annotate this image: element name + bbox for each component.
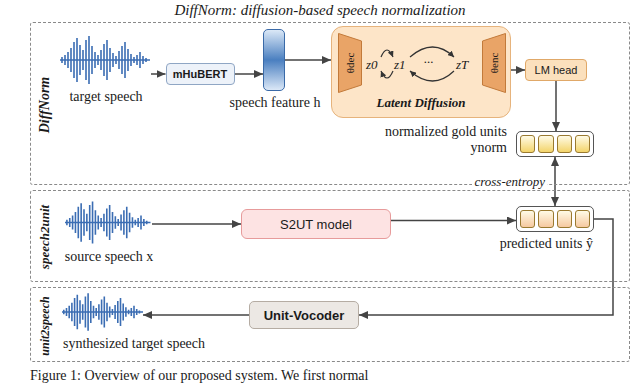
unit-cell — [520, 210, 535, 228]
band-label: unit2speech — [38, 296, 53, 355]
waveform — [62, 293, 143, 330]
box-label: Unit-Vocoder — [264, 308, 345, 323]
waveform — [60, 36, 150, 84]
latent-variable: z1 — [394, 57, 406, 73]
connector-arrow — [511, 69, 525, 71]
figure-caption: Figure 1: Overview of our proposed syste… — [30, 368, 368, 384]
unit-sequence: normalized gold units ynorm — [516, 131, 594, 157]
waveform-node: target speech — [61, 36, 151, 86]
node-caption: target speech — [69, 89, 142, 105]
node-caption: predicted units ŷ — [500, 236, 593, 252]
loop-arrow — [381, 50, 393, 57]
box-label: θdec — [344, 53, 356, 74]
trapezoid-shape — [339, 34, 362, 93]
section-band: unit2speech synthesized target speech Unit… — [30, 287, 630, 362]
box-label: θenc — [488, 53, 500, 74]
feature-vector: speech feature h — [263, 29, 285, 91]
connector-arrow — [359, 219, 613, 315]
box-label: Latent Diffusion — [377, 95, 466, 111]
trapezoid-shape — [483, 34, 506, 93]
unit-cell — [557, 210, 572, 228]
process-box: S2UT model — [241, 209, 391, 239]
loop-arrow — [410, 71, 454, 81]
waveform — [65, 201, 151, 243]
node-caption: synthesized target speech — [63, 336, 205, 352]
process-box: mHuBERT — [166, 63, 235, 85]
waveform-node: source speech x — [66, 201, 152, 246]
network-trapezoid: θenc — [482, 33, 506, 93]
unit-cell — [575, 210, 590, 228]
unit-cell — [538, 135, 553, 153]
connector-arrow — [151, 73, 166, 75]
box-label: S2UT model — [280, 217, 352, 232]
process-box: Unit-Vocoder — [249, 301, 359, 329]
connector-arrow — [555, 81, 557, 131]
loop-arrow — [381, 71, 393, 78]
connector-arrow — [391, 220, 516, 222]
connector-arrow — [285, 59, 331, 61]
unit-cell — [557, 135, 572, 153]
edge-label: cross-entropy — [472, 174, 547, 190]
box-label: LM head — [535, 64, 578, 76]
latent-variable: ... — [424, 51, 434, 67]
node-caption: normalized gold units ynorm — [357, 124, 507, 156]
section-band: DiffNorm target speech mHuBERT speech featu… — [30, 22, 630, 185]
network-trapezoid: θdec — [338, 33, 362, 93]
node-caption: speech feature h — [230, 95, 321, 111]
unit-sequence: predicted units ŷ — [516, 206, 594, 232]
connector-arrow — [235, 73, 264, 75]
band-label: speech2unit — [37, 205, 53, 269]
latent-variable: z0 — [366, 57, 378, 73]
connector-arrow — [152, 223, 241, 225]
diagram-title: DiffNorm: diffusion-based speech normali… — [174, 2, 465, 19]
process-box: LM head — [525, 59, 587, 81]
box-label: mHuBERT — [173, 68, 227, 80]
band-label: DiffNorm — [37, 76, 53, 133]
unit-cell — [538, 210, 553, 228]
node-caption: source speech x — [65, 249, 154, 265]
section-band: speech2unit source speech x S2UT model pred… — [30, 190, 630, 282]
latent-variable: zT — [456, 57, 468, 73]
diffusion-block: Latent Diffusion θdec θenc z0 z1... zT — [331, 26, 511, 118]
unit-cell — [575, 135, 590, 153]
waveform-node: synthesized target speech — [63, 293, 143, 333]
unit-cell — [520, 135, 535, 153]
connector-arrow — [143, 314, 249, 316]
connector-arrow — [554, 157, 556, 206]
